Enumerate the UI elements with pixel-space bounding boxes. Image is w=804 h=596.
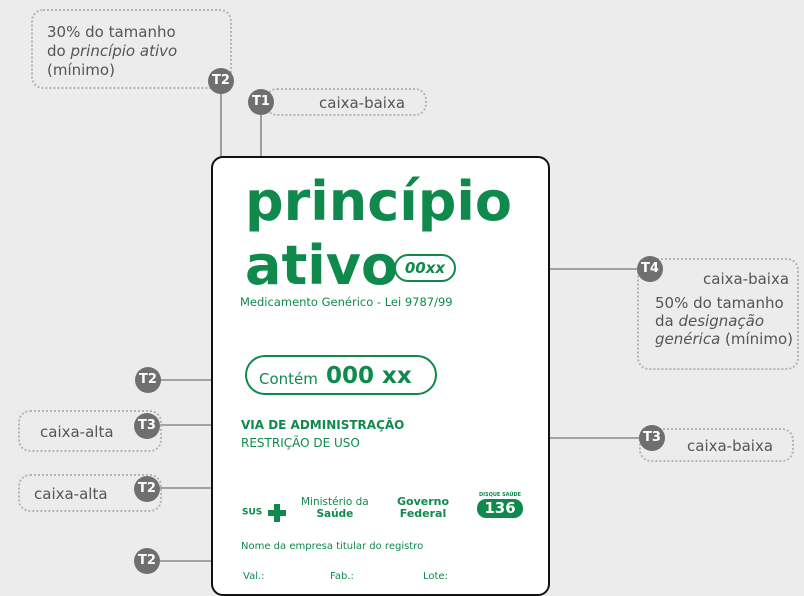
note-t4-line3-post: (mínimo) [720, 330, 793, 348]
restriction-text: RESTRIÇÃO DE USO [241, 436, 360, 450]
note-line1: 30% do tamanho [47, 23, 176, 41]
badge-t2-bottom: T2 [134, 548, 160, 574]
route-text: VIA DE ADMINISTRAÇÃO [241, 418, 405, 432]
badge-t3-right: T3 [639, 425, 665, 451]
disque-number: 136 [477, 499, 523, 518]
note-t4: caixa-baixa 50% do tamanho da designação… [637, 258, 799, 370]
dosage-text: 00xx [404, 259, 446, 277]
contains-label: Contém [259, 370, 318, 388]
badge-t4: T4 [637, 256, 663, 282]
title-line2: ativo [245, 234, 399, 297]
note-t3-right: caixa-baixa [639, 428, 794, 462]
company-name: Nome da empresa titular do registro [241, 541, 424, 552]
sus-text: SUS [242, 507, 263, 518]
badge-t1: T1 [248, 89, 274, 115]
note-t3-left-label: caixa-alta [40, 423, 114, 441]
generic-line: Medicamento Genérico - Lei 9787/99 [240, 295, 453, 309]
governo-line1: Governo [397, 495, 450, 508]
fab-field: Fab.: [330, 571, 354, 582]
badge-t2-low: T2 [134, 476, 160, 502]
badge-t2-top: T2 [208, 68, 234, 94]
title-line1: princípio [245, 170, 513, 233]
note-line3: (mínimo) [47, 61, 115, 79]
note-t3-right-label: caixa-baixa [687, 437, 774, 455]
note-t2-left: caixa-alta [18, 474, 162, 512]
note-t4-line2-em: designação [678, 312, 765, 330]
val-field: Val.: [243, 571, 265, 582]
note-line2: do princípio ativo [47, 42, 230, 61]
disque-top: DISQUE SAÚDE [478, 492, 522, 498]
note-t4-label: caixa-baixa [703, 270, 790, 288]
note-t2-left-label: caixa-alta [34, 485, 108, 503]
disque-saude-logo: DISQUE SAÚDE 136 [477, 492, 523, 518]
note-t4-line3-em: genérica [655, 330, 721, 348]
ministerio-line1: Ministério da [301, 496, 369, 508]
dosage-box: 00xx [394, 254, 456, 282]
note-t4-line3: genérica (mínimo) [655, 330, 797, 348]
note-t1: caixa-baixa [265, 88, 427, 116]
ministerio-line2: Saúde [316, 508, 354, 520]
note-t4-line1: 50% do tamanho [655, 294, 784, 312]
note-t1-label: caixa-baixa [319, 94, 406, 112]
note-t4-line2: da designação [655, 312, 797, 330]
medicine-package: princípio ativo 00xx Medicamento Genéric… [211, 156, 550, 596]
badge-t3-left: T3 [134, 413, 160, 439]
sus-cross-icon [268, 503, 287, 522]
note-principio-ativo-size: 30% do tamanho do princípio ativo (mínim… [31, 9, 232, 89]
note-line2-em: princípio ativo [70, 42, 178, 60]
contains-pill [245, 355, 437, 395]
governo-logo: Governo Federal [397, 496, 449, 520]
note-line2-pre: do [47, 42, 71, 60]
ministerio-logo: Ministério da Saúde [301, 496, 369, 520]
contains-value: 000 xx [326, 363, 412, 389]
note-t3-left: caixa-alta [18, 410, 162, 452]
note-t4-line2-pre: da [655, 312, 679, 330]
governo-line2: Federal [399, 507, 447, 520]
badge-t2-mid: T2 [135, 367, 161, 393]
lote-field: Lote: [423, 571, 448, 582]
sus-logo: SUS [242, 502, 287, 522]
